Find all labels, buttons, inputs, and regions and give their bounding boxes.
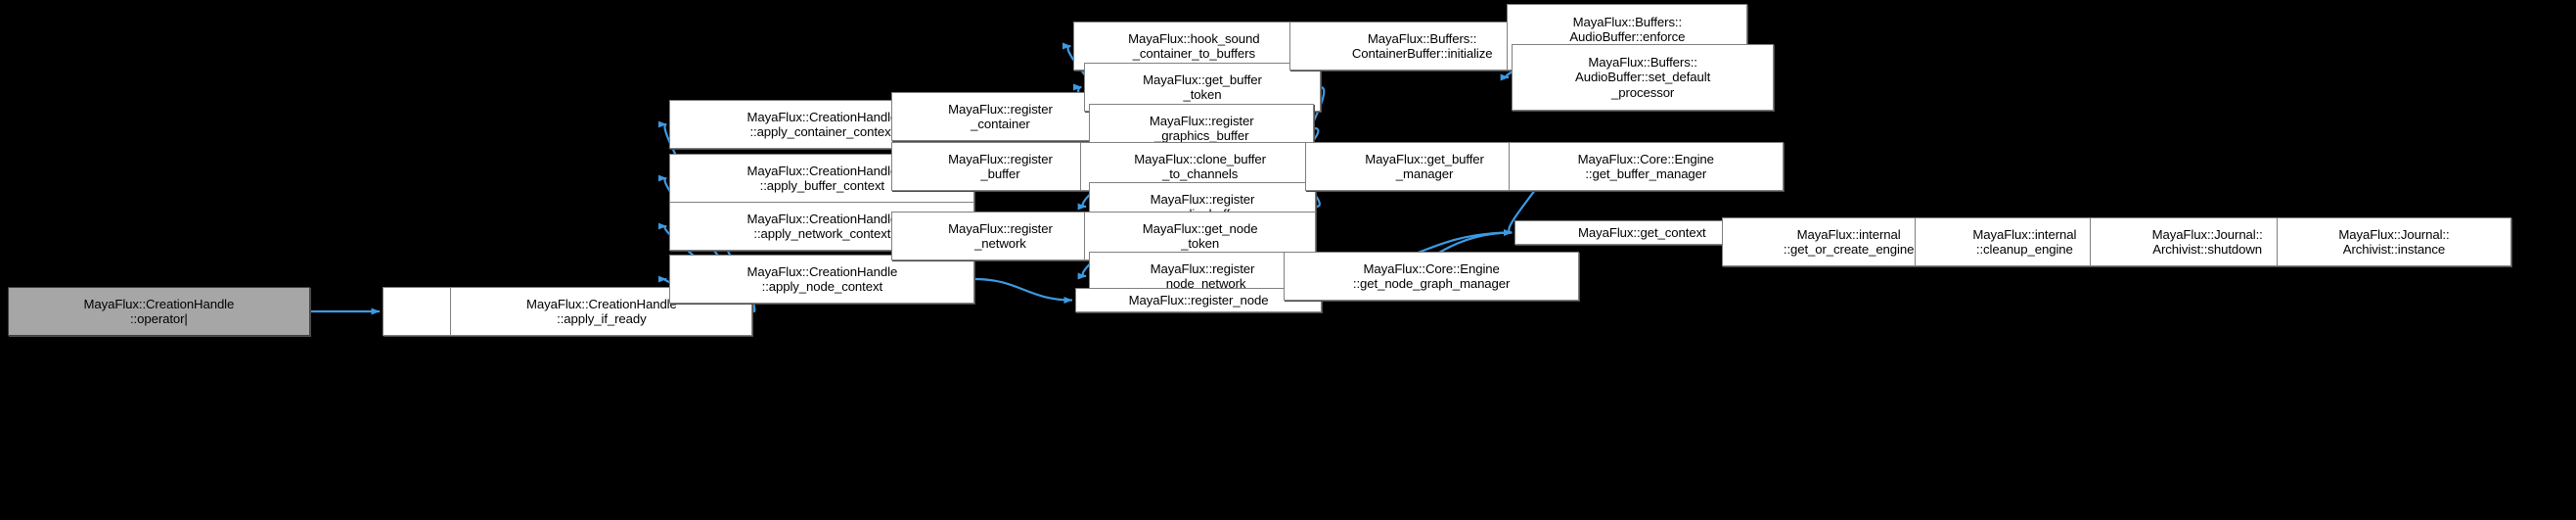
graph-node-label: MayaFlux::Journal:: Archivist::shutdown [2151,226,2263,257]
graph-node-label: MayaFlux::register_node [1128,292,1269,307]
graph-node-label: MayaFlux::get_buffer _token [1143,71,1262,102]
graph-node-label: MayaFlux::CreationHandle ::apply_if_read… [526,296,677,326]
graph-node-engine_get_buf_mgr[interactable]: MayaFlux::Core::Engine ::get_buffer_mana… [1508,142,1784,191]
graph-node-operator[interactable]: MayaFlux::CreationHandle ::operator| [7,287,310,336]
graph-node-label: MayaFlux::clone_buffer _to_channels [1134,151,1266,181]
graph-node-label: MayaFlux::internal ::cleanup_engine [1972,226,2077,257]
graph-node-register_buffer[interactable]: MayaFlux::register _buffer [891,142,1109,191]
graph-node-label: MayaFlux::Journal:: Archivist::instance [2338,226,2450,257]
graph-node-label: MayaFlux::CreationHandle ::apply_node_co… [746,263,898,294]
graph-node-label: MayaFlux::get_node _token [1142,220,1258,251]
graph-node-register_network[interactable]: MayaFlux::register _network [891,212,1109,260]
graph-node-label: MayaFlux::CreationHandle ::apply_network… [746,211,898,241]
graph-node-label: MayaFlux::register _node_network [1150,260,1255,291]
graph-node-label: MayaFlux::Core::Engine ::get_node_graph_… [1352,260,1511,291]
graph-node-label: MayaFlux::Core::Engine ::get_buffer_mana… [1577,151,1714,181]
graph-edge-apply_node_ctx-to-register_node [974,277,1073,304]
graph-node-label: MayaFlux::get_buffer _manager [1365,151,1484,181]
graph-node-label: MayaFlux::register _container [948,101,1053,131]
graph-node-engine_get_node_mgr[interactable]: MayaFlux::Core::Engine ::get_node_graph_… [1283,252,1580,301]
graph-node-label: MayaFlux::internal ::get_or_create_engin… [1783,226,1915,257]
graph-node-get_buffer_manager[interactable]: MayaFlux::get_buffer _manager [1304,142,1545,191]
graph-node-label: MayaFlux::CreationHandle ::apply_contain… [746,109,898,139]
graph-node-label: MayaFlux::CreationHandle ::operator| [83,296,235,326]
graph-node-label: MayaFlux::register _buffer [948,151,1053,181]
graph-node-archivist_instance[interactable]: MayaFlux::Journal:: Archivist::instance [2277,217,2511,266]
graph-node-label: MayaFlux::CreationHandle ::apply_buffer_… [746,163,898,193]
graph-node-label: MayaFlux::Buffers:: AudioBuffer::set_def… [1575,55,1711,100]
graph-node-label: MayaFlux::register _network [948,220,1053,251]
graph-node-set_default_proc[interactable]: MayaFlux::Buffers:: AudioBuffer::set_def… [1512,44,1775,111]
graph-node-label: MayaFlux::get_context [1578,224,1706,240]
graph-node-label: MayaFlux::hook_sound _container_to_buffe… [1128,30,1260,61]
graph-node-hook_sound[interactable]: MayaFlux::hook_sound _container_to_buffe… [1073,22,1315,71]
graph-node-register_container[interactable]: MayaFlux::register _container [891,92,1109,141]
graph-node-apply_node_ctx[interactable]: MayaFlux::CreationHandle ::apply_node_co… [669,255,975,304]
graph-node-label: MayaFlux::register _graphics_buffer [1149,113,1254,143]
graph-node-label: MayaFlux::Buffers:: ContainerBuffer::ini… [1351,30,1493,61]
